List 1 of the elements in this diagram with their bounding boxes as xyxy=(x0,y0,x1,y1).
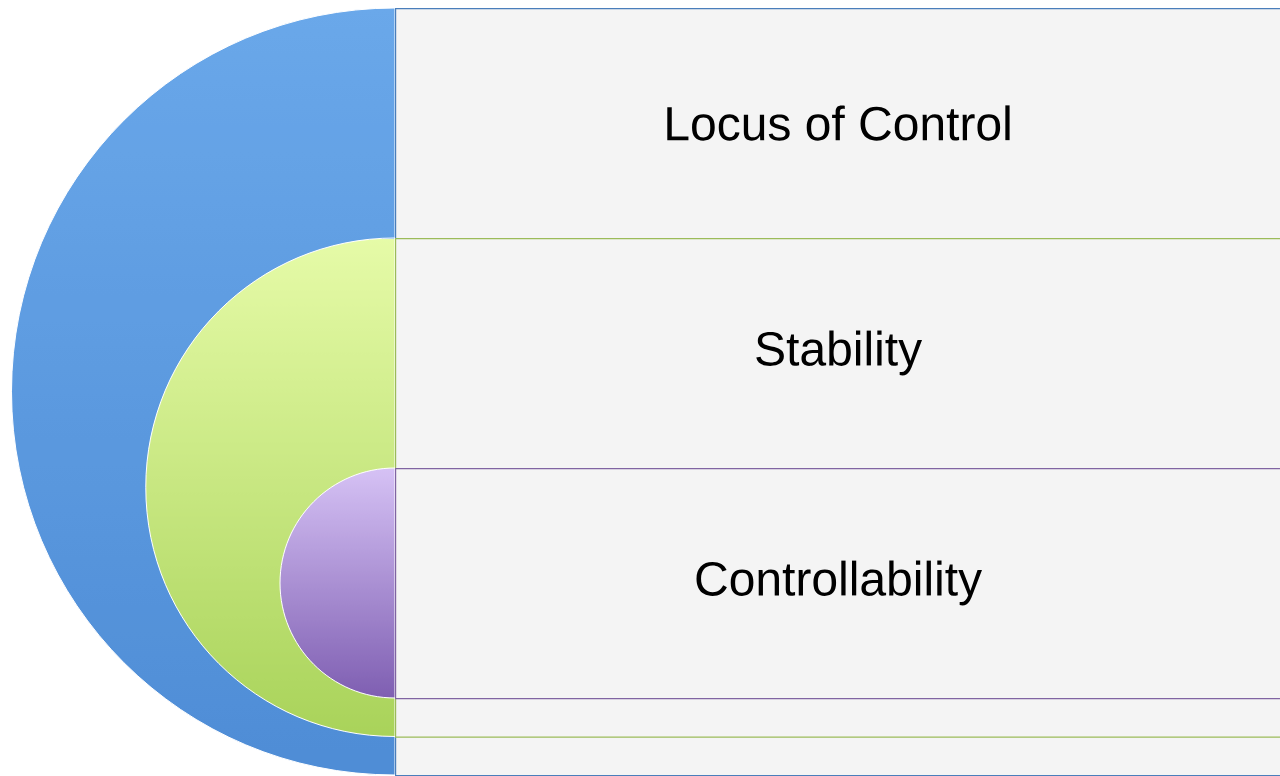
band-box: Controllability xyxy=(395,468,1280,700)
